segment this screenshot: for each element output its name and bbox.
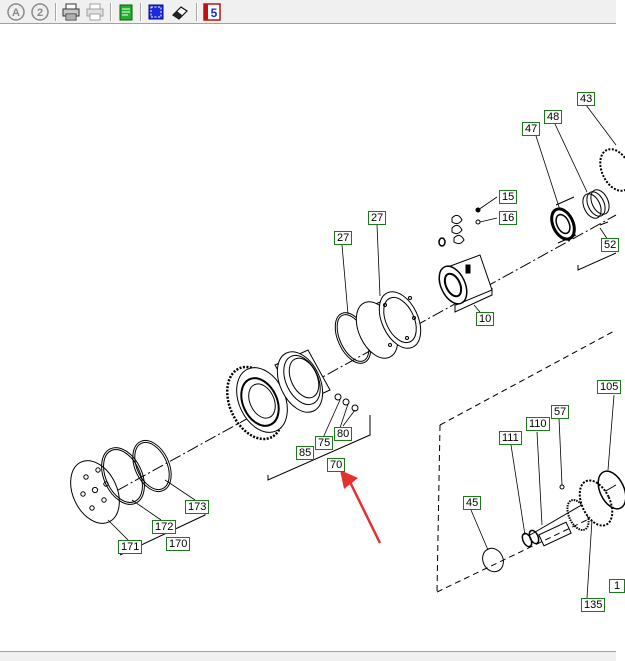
callout-48[interactable]: 48 — [544, 110, 563, 124]
callout-16[interactable]: 16 — [499, 211, 518, 225]
bearing-assembly — [225, 365, 288, 441]
notes-icon[interactable] — [116, 2, 136, 22]
callout-10[interactable]: 10 — [476, 312, 495, 326]
zoom-out-icon[interactable]: 2 — [30, 2, 50, 22]
callout-75[interactable]: 75 — [315, 436, 334, 450]
toolbar: A 2 — [0, 0, 616, 24]
callout-135[interactable]: 135 — [581, 598, 606, 612]
o-ring-172 — [101, 447, 145, 505]
end-cover-plate — [70, 460, 120, 524]
callout-1[interactable]: 1 — [609, 579, 625, 593]
o-ring-173 — [132, 439, 172, 493]
callout-111[interactable]: 111 — [499, 431, 522, 445]
gear-pack-47 — [550, 196, 577, 244]
callout-52[interactable]: 52 — [601, 238, 620, 252]
red-arrow — [340, 470, 382, 544]
toolbar-separator — [140, 3, 142, 21]
callout-170[interactable]: 170 — [166, 537, 191, 551]
print-preview-icon[interactable] — [85, 2, 105, 22]
callout-47[interactable]: 47 — [522, 122, 541, 136]
screw-75 — [334, 393, 342, 401]
pin-80 — [351, 404, 359, 412]
callout-80[interactable]: 80 — [334, 427, 353, 441]
toolbar-separator — [196, 3, 198, 21]
callout-27-upper[interactable]: 27 — [368, 211, 387, 225]
callout-171[interactable]: 171 — [118, 540, 143, 554]
callout-43[interactable]: 43 — [577, 92, 596, 106]
group-bracket-top — [439, 329, 617, 426]
housing-10 — [438, 254, 493, 313]
toolbar-separator — [55, 3, 57, 21]
callout-173[interactable]: 173 — [185, 500, 210, 514]
group-bracket-left — [436, 424, 441, 593]
group-bracket-bottom — [436, 505, 617, 593]
housing-43 — [599, 148, 625, 192]
callout-27[interactable]: 27 — [334, 231, 353, 245]
leader-lines — [107, 104, 617, 599]
svg-text:A: A — [12, 7, 20, 19]
svg-text:2: 2 — [37, 7, 43, 19]
callout-85[interactable]: 85 — [296, 446, 315, 460]
callout-105[interactable]: 105 — [597, 380, 622, 394]
center-line — [99, 214, 617, 501]
small-fittings — [438, 207, 481, 247]
toolbar-separator — [110, 3, 112, 21]
parts-diagram-canvas: 43 47 48 15 16 27 27 52 10 105 57 110 11… — [0, 25, 625, 651]
callout-70[interactable]: 70 — [327, 458, 346, 472]
exploded-parts-drawing — [70, 104, 625, 599]
o-ring-45 — [482, 547, 504, 573]
callout-172[interactable]: 172 — [152, 520, 177, 534]
bracket-52 — [577, 252, 617, 271]
callout-57[interactable]: 57 — [551, 405, 570, 419]
export-icon[interactable]: 5 — [202, 2, 222, 22]
ring-carrier — [274, 349, 331, 413]
zoom-in-icon[interactable]: A — [6, 2, 26, 22]
svg-text:5: 5 — [211, 6, 218, 20]
callout-15[interactable]: 15 — [499, 190, 518, 204]
print-icon[interactable] — [61, 2, 81, 22]
callout-45[interactable]: 45 — [463, 496, 482, 510]
eraser-icon[interactable] — [170, 2, 190, 22]
spring-48 — [582, 189, 610, 219]
status-bar — [0, 651, 616, 661]
shaft-assembly — [521, 470, 625, 548]
callout-110[interactable]: 110 — [526, 417, 550, 431]
select-area-icon[interactable] — [146, 2, 166, 22]
housing-27 — [355, 291, 422, 359]
